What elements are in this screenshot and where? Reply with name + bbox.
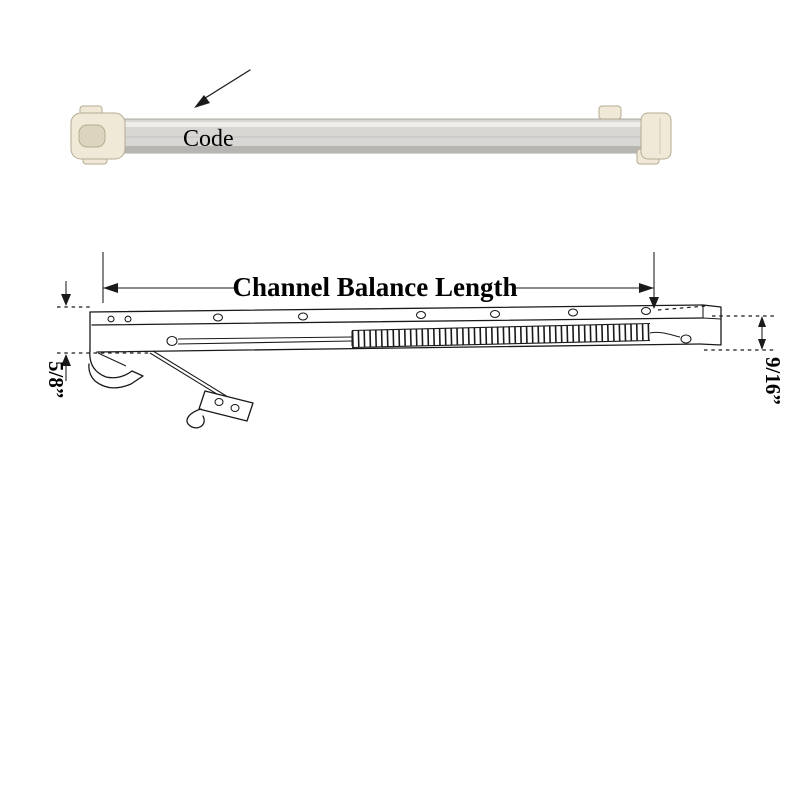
right-cap-body [640,112,672,160]
left-depth-dimension: 5/8” [44,281,150,398]
left-dim-arrow-down [61,294,71,306]
spring-assembly [166,322,692,349]
dim-arrow-right [639,283,654,293]
coil-spring [351,323,651,348]
right-end-step [702,317,722,320]
code-label: Code [183,126,234,152]
rivet-hole [297,312,309,321]
channel-bottom-edge [96,343,701,353]
dim-arrow-left [103,283,118,293]
bracket-inner-line [97,352,127,367]
hook-plate-hole [214,397,224,407]
spring-bottom-envelope [351,339,651,349]
bracket-jaw-upper [89,349,133,379]
channel-body [89,304,722,353]
length-dimension: Channel Balance Length [102,252,707,311]
left-dimension-label: 5/8” [44,361,68,398]
channel-front-top-edge [91,317,704,326]
rivet-hole [212,313,224,322]
right-extension-arrow [649,297,659,309]
bar-shadow [93,146,648,153]
rivet-hole [489,309,501,319]
pointer-arrow-shaft [201,69,251,101]
product-photo: Code [70,69,672,165]
hook-plate [198,390,254,422]
tension-rod-bottom [177,340,353,345]
bottom-bracket-assembly [88,349,254,429]
right-depth-dimension: 9/16” [704,315,785,405]
spring-tail [649,331,681,338]
spring-top-envelope [351,322,651,332]
rivet-hole [124,315,132,323]
right-end-cap [598,105,672,165]
channel-right-end [699,304,722,346]
channel-top-edge [89,304,704,313]
pointer-arrow-head [194,95,210,108]
length-label: Channel Balance Length [232,272,517,302]
left-dim-arrow-up [61,354,71,366]
right-end-block [699,304,722,346]
left-end-cap [70,105,126,165]
rivet-hole [640,306,652,316]
spring-tail-eyelet [680,334,692,344]
technical-drawing: Channel Balance Length [44,252,785,429]
left-cap-slot [78,124,106,148]
rivet-holes [107,306,652,323]
rivet-hole [107,315,115,323]
right-cap-top-tab [598,105,622,120]
bar-highlight [93,122,648,127]
top-right-dashed-line [657,305,707,311]
tension-rod-top [177,336,353,340]
hook-plate-hole [230,403,240,413]
right-dim-arrow-down [758,339,766,350]
right-dimension-label: 9/16” [761,357,785,405]
cord-line-1 [149,352,226,400]
rivet-hole [567,308,579,317]
rivet-hole [415,310,427,320]
right-dim-arrow-up [758,316,766,327]
cord-line-2 [152,350,229,398]
bracket-jaw-lower [88,363,144,389]
hook-curl [186,408,205,429]
rod-eyelet [166,335,178,347]
